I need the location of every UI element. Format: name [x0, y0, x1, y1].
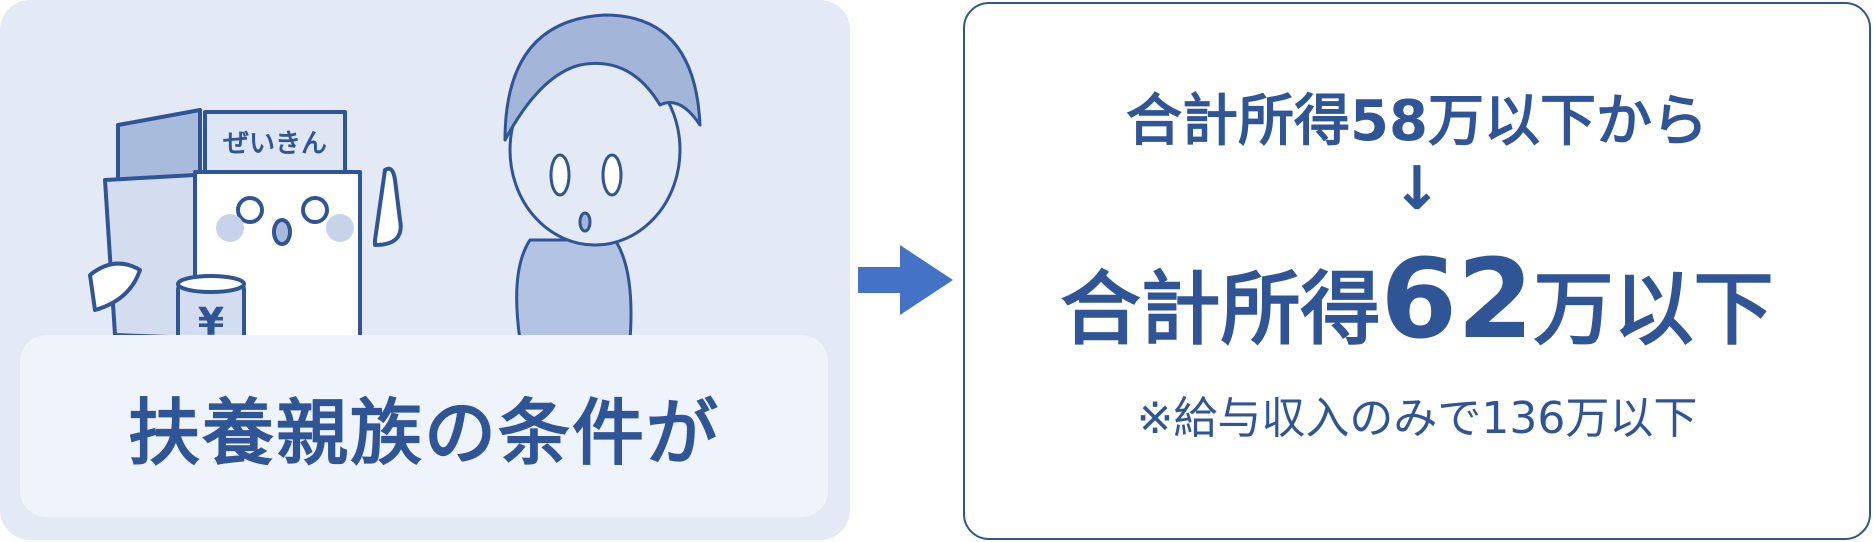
right-arrow-icon	[858, 245, 953, 315]
note-text: ※給与収入のみで136万以下	[1136, 393, 1698, 444]
result-box: 合計所得58万以下から ↓ 合計所得62万以下 ※給与収入のみで136万以下	[963, 2, 1871, 540]
after-text: 合計所得62万以下	[965, 244, 1869, 365]
before-text: 合計所得58万以下から	[1126, 89, 1708, 154]
illustration: ぜいきん ¥	[88, 13, 702, 345]
boy-character-icon	[503, 13, 702, 342]
caption-text: 扶養親族の条件が	[127, 390, 720, 475]
after-suffix: 万以下	[1533, 263, 1774, 356]
box-sign: ぜいきん	[223, 129, 327, 159]
down-arrow-icon: ↓	[1391, 154, 1443, 224]
left-panel: ぜいきん ¥ 扶養親族の条件が	[0, 0, 850, 540]
after-prefix: 合計所得	[1060, 263, 1381, 356]
caption-box: 扶養親族の条件が	[20, 335, 828, 517]
after-number: 62	[1380, 235, 1534, 363]
